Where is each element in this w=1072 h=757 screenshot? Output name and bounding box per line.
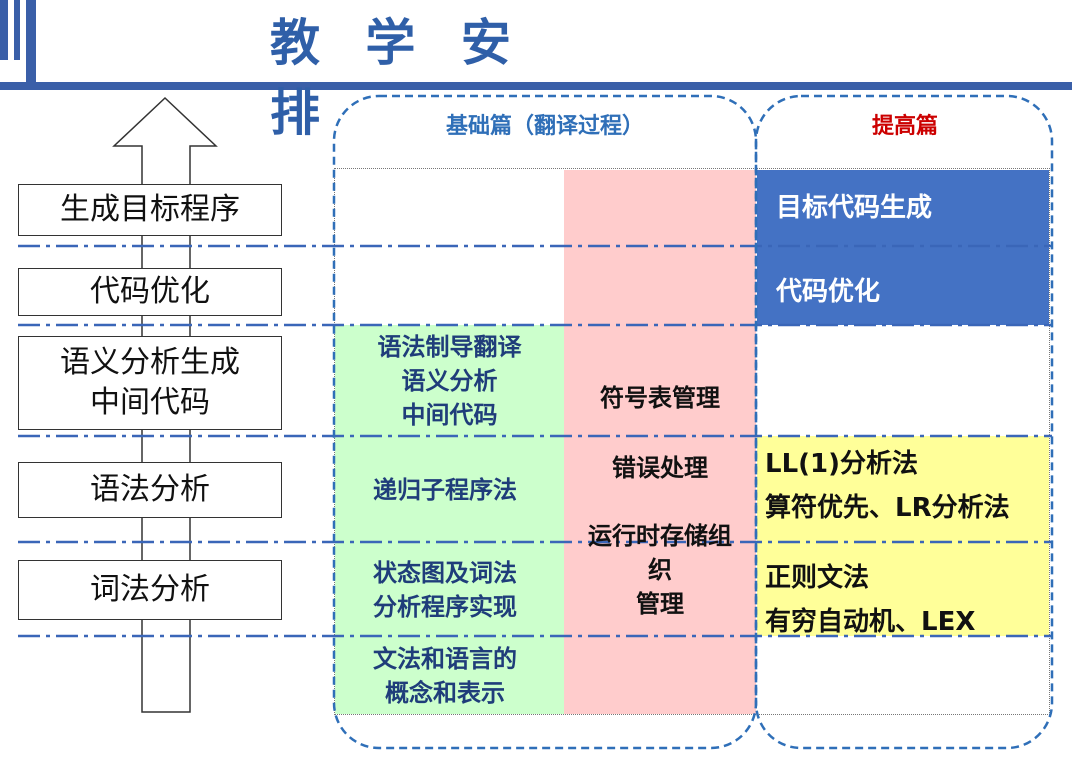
basic-cell-lexical: 状态图及词法 分析程序实现	[373, 559, 517, 621]
basic-cell-syntax: 递归子程序法	[373, 476, 517, 504]
level-code-optimization: 代码优化	[18, 268, 282, 316]
header-rule	[0, 82, 1072, 90]
level-target-generation: 生成目标程序	[18, 184, 282, 236]
shared-cell-symbol-table: 符号表管理	[600, 384, 720, 412]
basic-column-fill	[335, 325, 564, 714]
level-semantic-analysis: 语义分析生成 中间代码	[18, 336, 282, 430]
shared-cell-runtime-storage: 运行时存储组 织 管理	[588, 522, 732, 618]
header-accent-bars	[0, 0, 38, 82]
level-syntax-analysis: 语法分析	[18, 462, 282, 518]
basic-cell-semantic: 语法制导翻译 语义分析 中间代码	[377, 333, 522, 429]
section-label-basic: 基础篇（翻译过程）	[445, 114, 644, 139]
level-lexical-analysis: 词法分析	[18, 560, 282, 620]
shared-column-fill	[564, 170, 756, 714]
advanced-blue-fill	[757, 170, 1049, 325]
grid-outline	[334, 168, 1050, 715]
page-title: 教 学 安 排	[270, 14, 525, 142]
advanced-yellow-fill	[757, 436, 1049, 636]
advanced-cell-lexical: 正则文法 有穷自动机、LEX	[765, 563, 976, 637]
advanced-cell-optimize: 代码优化	[776, 277, 881, 307]
advanced-cell-target: 目标代码生成	[776, 193, 933, 223]
shared-cell-error-handling: 错误处理	[612, 454, 708, 482]
section-label-advanced: 提高篇	[871, 114, 938, 139]
basic-cell-grammar: 文法和语言的 概念和表示	[373, 645, 517, 707]
advanced-cell-syntax: LL(1)分析法 算符优先、LR分析法	[765, 449, 1010, 523]
